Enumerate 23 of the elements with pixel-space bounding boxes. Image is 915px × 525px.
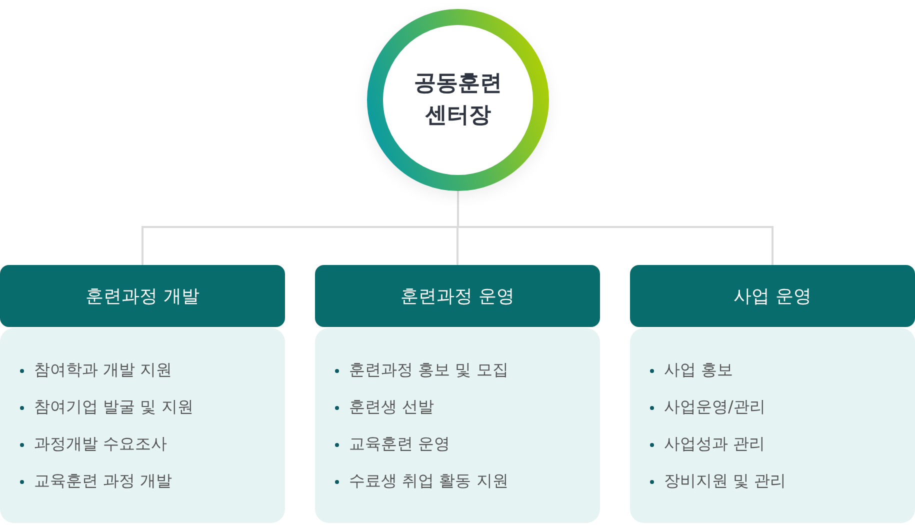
- header-title: 훈련과정 개발: [86, 285, 200, 308]
- header-title: 훈련과정 운영: [400, 285, 514, 308]
- ring-node: [367, 9, 549, 191]
- list-item: 장비지원 및 관리: [664, 471, 786, 492]
- list-item: 사업성과 관리: [664, 434, 766, 455]
- task-list-panel: [315, 328, 600, 523]
- list-item: 교육훈련 과정 개발: [34, 471, 172, 492]
- category-header: [0, 265, 285, 327]
- header-title: 사업 운영: [734, 285, 812, 308]
- node-title: 공동훈련 센터장: [413, 70, 503, 130]
- list-item: 훈련과정 홍보 및 모집: [349, 360, 508, 381]
- task-list-panel: [0, 328, 285, 523]
- list-item: 교육훈련 운영: [349, 434, 450, 455]
- category-header: [315, 265, 600, 327]
- list-item: 사업운영/관리: [664, 397, 766, 418]
- list-item: 참여기업 발굴 및 지원: [34, 397, 194, 418]
- list-item: 훈련생 선발: [349, 397, 434, 418]
- task-list-panel: [630, 328, 915, 523]
- list-item: 수료생 취업 활동 지원: [349, 471, 508, 492]
- list-item: 과정개발 수요조사: [34, 434, 168, 455]
- list-item: 사업 홍보: [664, 360, 734, 381]
- category-header: [630, 265, 915, 327]
- list-item: 참여학과 개발 지원: [34, 360, 172, 381]
